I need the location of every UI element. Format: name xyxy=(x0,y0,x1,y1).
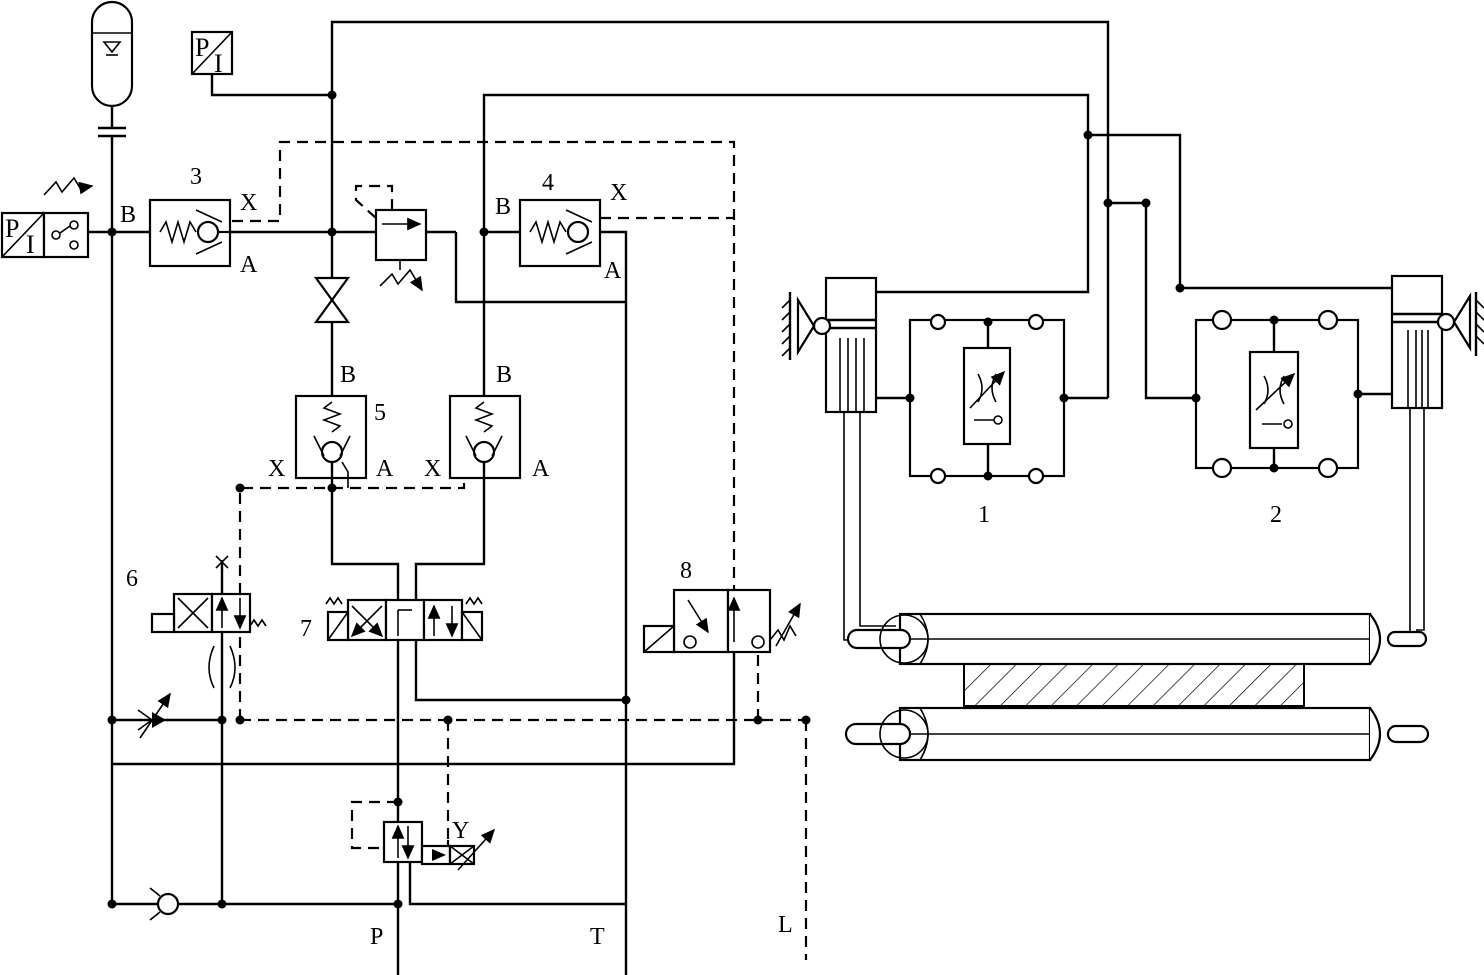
label-7: 7 xyxy=(300,616,312,642)
pressure-switch-top-p: P xyxy=(195,33,209,62)
roller-bottom xyxy=(844,706,1430,762)
line-p: P xyxy=(370,924,383,950)
label-3: 3 xyxy=(190,164,202,190)
pressure-switch-top-i: I xyxy=(214,49,223,78)
label-2: 2 xyxy=(1270,502,1282,528)
pressure-reducing-valve xyxy=(354,184,428,292)
v5l-port-a: A xyxy=(376,456,394,482)
label-5: 5 xyxy=(374,400,386,426)
v3-port-a: A xyxy=(240,252,258,278)
label-4: 4 xyxy=(542,170,554,196)
directional-valve-7: 7 xyxy=(300,596,484,642)
relief-port-y: Y xyxy=(452,818,469,844)
accumulator xyxy=(90,0,134,232)
shutoff-valve xyxy=(313,232,351,396)
v5r-port-b: B xyxy=(496,362,512,388)
pressure-switch-left: P I xyxy=(0,176,150,259)
v3-port-x: X xyxy=(240,190,257,216)
check-valve-5-left: B X A xyxy=(268,362,394,488)
check-valve-5-right: B X A xyxy=(424,362,550,488)
pressure-switch-top: P I xyxy=(190,30,332,97)
v3-port-b: B xyxy=(120,202,136,228)
cylinder-left xyxy=(781,276,896,641)
label-6: 6 xyxy=(126,566,138,592)
workpiece xyxy=(963,663,1305,707)
line-l: L xyxy=(778,912,793,938)
v5r-port-a: A xyxy=(532,456,550,482)
line-t: T xyxy=(590,924,605,950)
v5l-port-b: B xyxy=(340,362,356,388)
check-valve-3: 3 B A X xyxy=(120,164,258,278)
label-8: 8 xyxy=(680,558,692,584)
relief-valve-y: Y xyxy=(350,797,626,906)
v5r-port-x: X xyxy=(424,456,441,482)
throttle-1: 1 xyxy=(905,313,1069,528)
valve-8: 8 xyxy=(642,225,801,654)
throttle-2: 2 xyxy=(1191,309,1363,528)
solenoid-valve-6: 6 xyxy=(126,555,267,634)
v4-port-b: B xyxy=(495,194,511,220)
roller-top xyxy=(846,612,1428,666)
pressure-switch-left-i: I xyxy=(26,230,35,259)
check-valve-4: 4 B A X xyxy=(495,170,627,284)
cylinder-right xyxy=(1390,274,1484,641)
v4-port-a: A xyxy=(604,258,622,284)
pressure-switch-left-p: P xyxy=(5,214,19,243)
label-1: 1 xyxy=(978,502,990,528)
v4-port-x: X xyxy=(610,180,627,206)
v5l-port-x: X xyxy=(268,456,285,482)
